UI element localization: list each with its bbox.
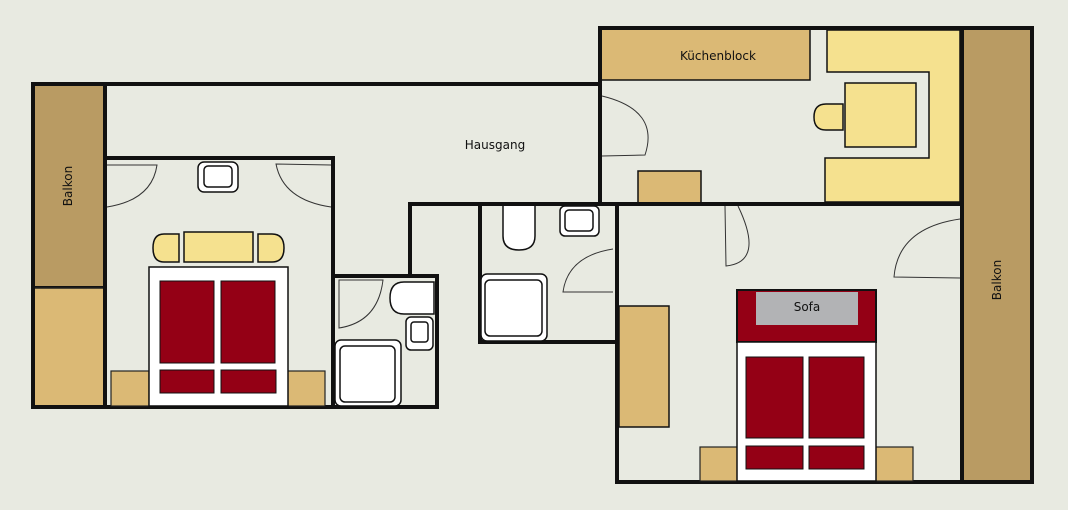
door-arc (893, 218, 961, 279)
balcony-right-label: Balkon (990, 260, 1004, 300)
kitchen-block (599, 28, 811, 81)
wardrobe (618, 305, 670, 428)
door-arc (275, 163, 332, 208)
door-arc (601, 95, 649, 157)
balcony-left: Balkon (31, 82, 107, 290)
nightstand (286, 370, 326, 407)
double-bed (736, 341, 877, 482)
sofa: Sofa (736, 289, 877, 343)
bedroom-right: Sofa (615, 202, 964, 484)
nightstand (874, 446, 914, 482)
dining-table (844, 82, 917, 148)
sofa-label: Sofa (794, 300, 821, 314)
door-arc (724, 205, 750, 267)
kitchen: Küchenblock (598, 26, 964, 206)
cabinet (637, 170, 702, 205)
double-bed (148, 266, 289, 407)
door-arc (338, 279, 384, 329)
bathroom-left (331, 274, 439, 409)
balcony-left-label: Balkon (61, 166, 75, 206)
bathroom-middle (478, 202, 619, 344)
wardrobe-left (32, 287, 106, 408)
balcony-right: Balkon (960, 26, 1034, 484)
chair (257, 233, 285, 263)
toilet (389, 281, 435, 315)
hallway-label: Hausgang (465, 138, 525, 152)
toilet (502, 206, 536, 251)
bedroom-left (31, 82, 335, 409)
table (183, 231, 254, 263)
door-arc (106, 164, 158, 208)
kitchen-block-label: Küchenblock (680, 49, 756, 63)
chair (813, 103, 844, 131)
nightstand (110, 370, 150, 407)
chair (152, 233, 180, 263)
door-arc (562, 248, 614, 293)
nightstand (699, 446, 739, 482)
